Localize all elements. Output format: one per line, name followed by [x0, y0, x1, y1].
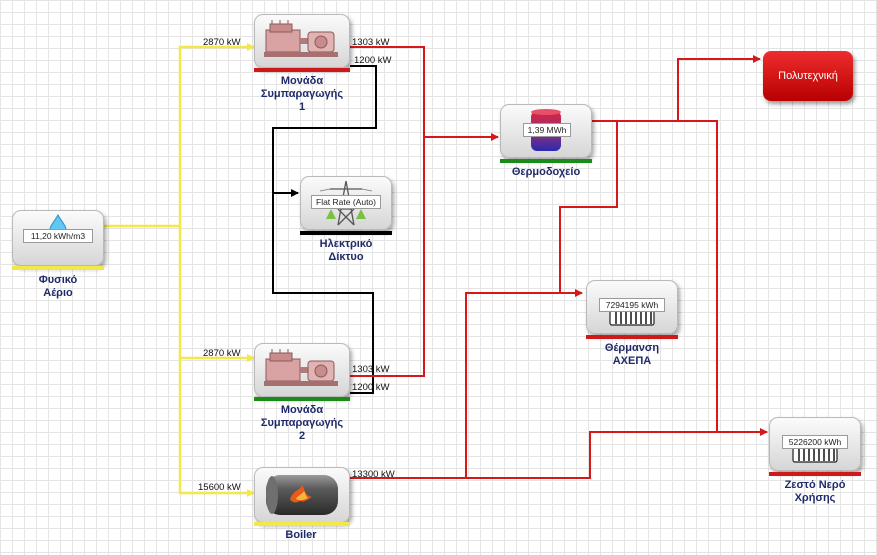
- heating-axepa-status-bar: [586, 335, 678, 339]
- heating-axepa-caption: Θέρμανση ΑΧΕΠΑ: [604, 342, 660, 367]
- gas-line-chp1: [104, 43, 255, 228]
- heat-storage-node[interactable]: 1,39 MWh: [500, 104, 592, 158]
- chp-unit-2-status-bar: [254, 397, 350, 401]
- flow-label-gas-chp1: 2870 kW: [203, 37, 241, 48]
- hot-water-value: 5226200 kWh: [782, 435, 848, 449]
- flow-label-boiler-heat: 13300 kW: [352, 469, 395, 480]
- electric-grid-value: Flat Rate (Auto): [311, 195, 381, 209]
- hot-water-node[interactable]: 5226200 kWh: [769, 417, 861, 471]
- heat-line-boiler-heating: [350, 289, 583, 479]
- heat-line-chp1: [350, 46, 499, 141]
- heating-axepa-node[interactable]: 7294195 kWh: [586, 280, 678, 334]
- natural-gas-status-bar: [12, 266, 104, 270]
- engine-generator-icon: [264, 20, 338, 57]
- electric-grid-caption: Ηλεκτρικό Δίκτυο: [319, 238, 373, 263]
- electric-grid-node[interactable]: Flat Rate (Auto): [300, 176, 392, 230]
- hot-water-status-bar: [769, 472, 861, 476]
- boiler-node[interactable]: [254, 467, 350, 523]
- heat-line-storage-poly: [592, 55, 761, 122]
- electric-line-chp1: [272, 65, 377, 197]
- heat-storage-value: 1,39 MWh: [523, 123, 571, 137]
- heat-line-storage-heating: [559, 121, 618, 293]
- heating-axepa-value: 7294195 kWh: [599, 298, 665, 312]
- chp-unit-2-node[interactable]: [254, 343, 350, 397]
- hot-water-caption: Ζεστό Νερό Χρήσης: [784, 479, 846, 504]
- gas-line-chp2: [178, 226, 255, 362]
- polytechniki-node[interactable]: Πολυτεχνική: [763, 51, 853, 101]
- flow-label-gas-chp2: 2870 kW: [203, 348, 241, 359]
- engine-generator-icon: [264, 349, 338, 386]
- heat-storage-status-bar: [500, 159, 592, 163]
- boiler-status-bar: [254, 522, 350, 526]
- natural-gas-node[interactable]: 11,20 kWh/m3: [12, 210, 104, 266]
- chp-unit-2-caption: Μονάδα Συμπαραγωγής 2: [260, 404, 344, 442]
- flow-label-chp2-heat: 1303 kW: [352, 364, 390, 375]
- boiler-flame-icon: [266, 475, 338, 515]
- chp-unit-1-caption: Μονάδα Συμπαραγωγής 1: [260, 75, 344, 113]
- heat-storage-caption: Θερμοδοχείο: [511, 166, 581, 178]
- flow-label-chp1-elec: 1200 kW: [354, 55, 392, 66]
- electric-line-chp2: [272, 193, 374, 394]
- flow-label-gas-boiler: 15600 kW: [198, 482, 241, 493]
- electric-grid-status-bar: [300, 231, 392, 235]
- gas-line-boiler: [178, 358, 255, 497]
- heat-line-chp2: [350, 137, 425, 377]
- boiler-caption: Boiler: [285, 529, 317, 541]
- natural-gas-value: 11,20 kWh/m3: [23, 229, 93, 243]
- natural-gas-caption: Φυσικό Αέριο: [38, 274, 78, 299]
- chp-unit-1-status-bar: [254, 68, 350, 72]
- chp-unit-1-node[interactable]: [254, 14, 350, 68]
- heat-line-boiler-dhw: [466, 428, 768, 479]
- flow-label-chp2-elec: 1200 kW: [352, 382, 390, 393]
- heat-line-storage-dhw: [678, 120, 718, 432]
- flow-label-chp1-heat: 1303 kW: [352, 37, 390, 48]
